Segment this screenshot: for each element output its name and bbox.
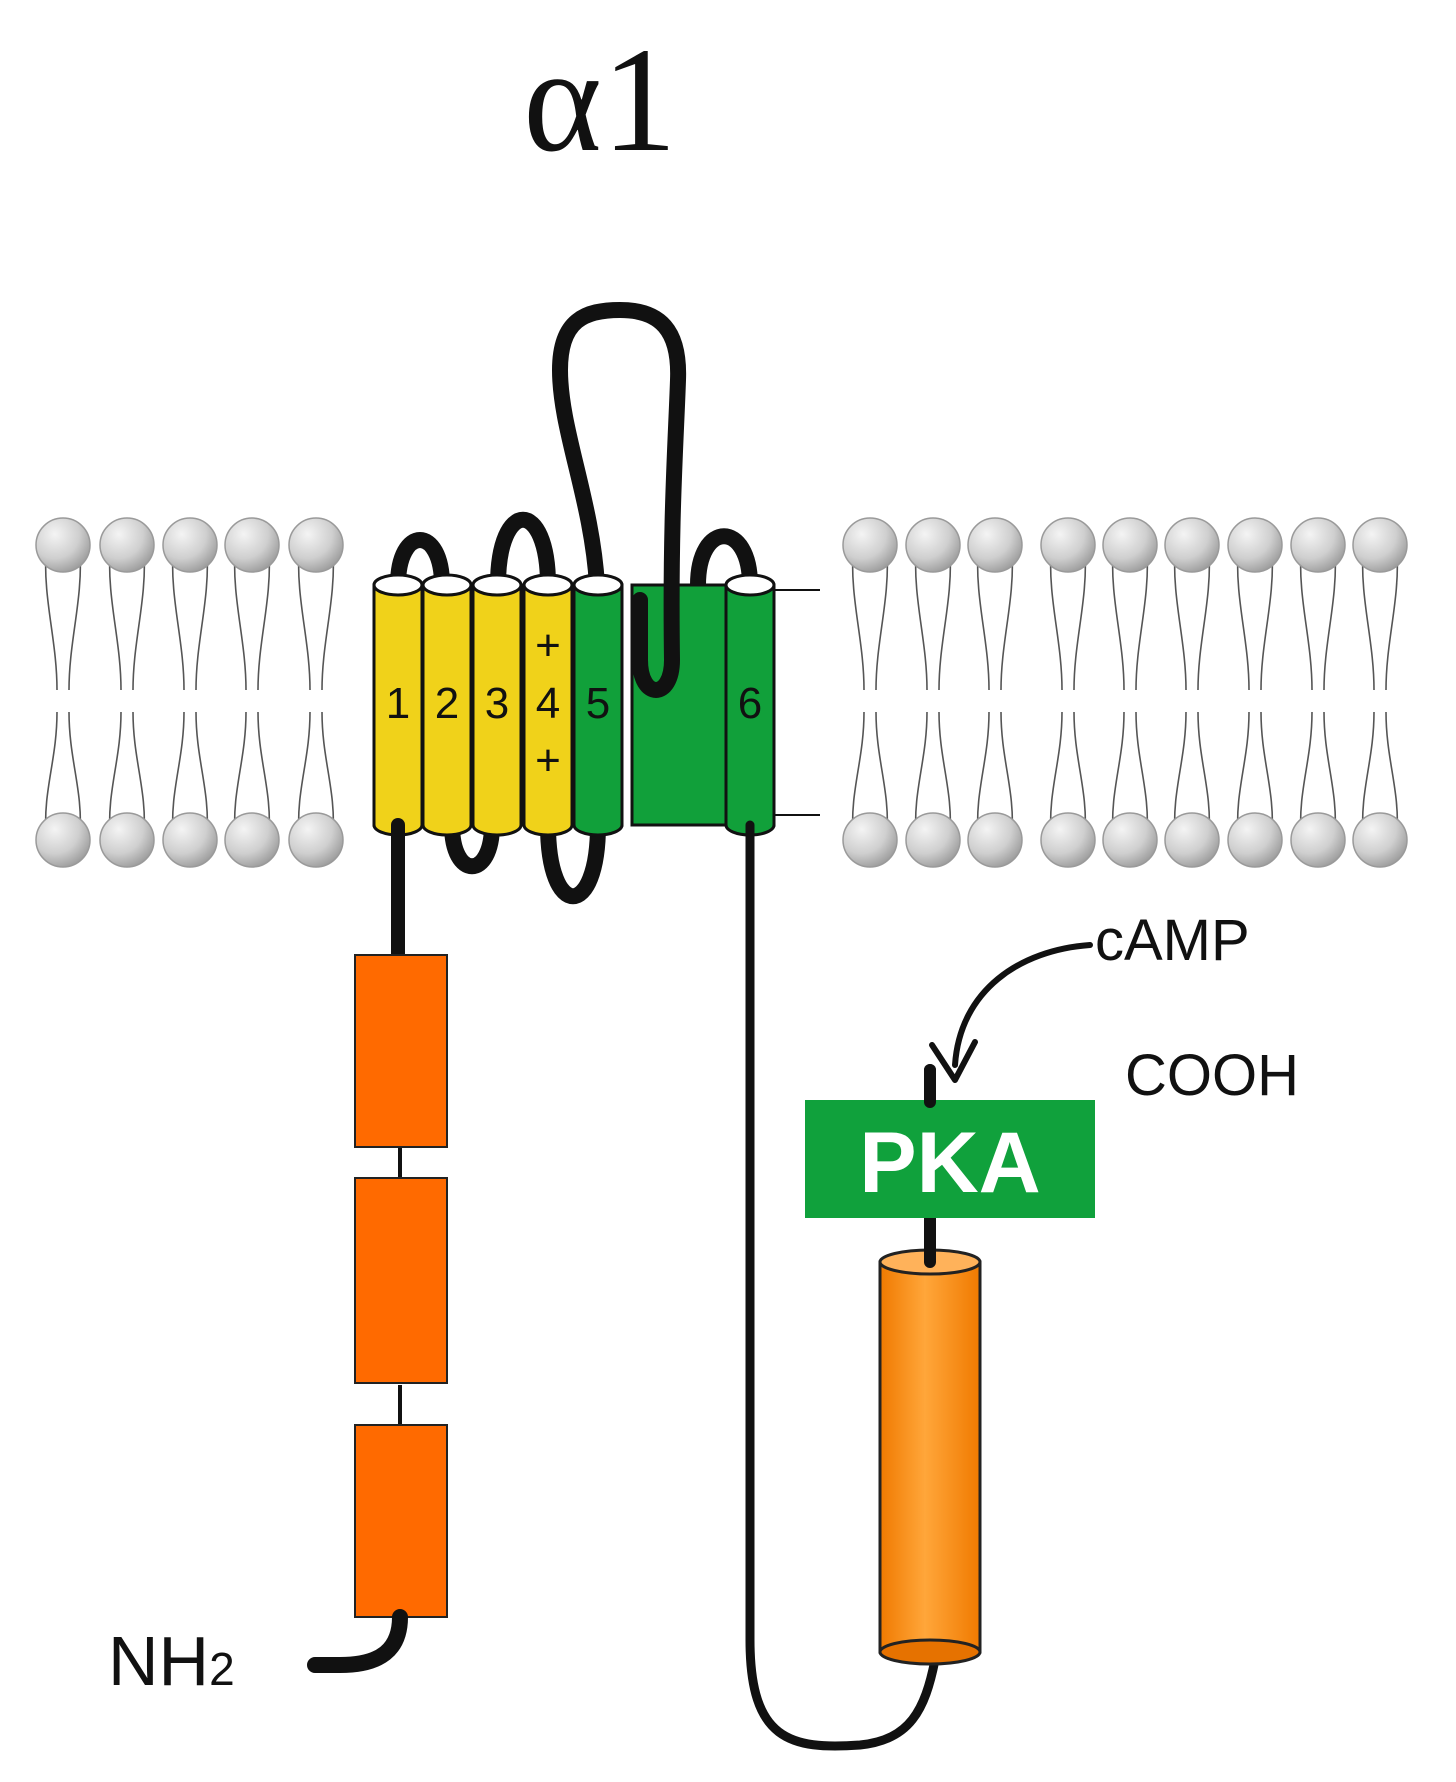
segment-s6: 6 [724,573,776,837]
segment-s3: 3 [471,573,523,837]
lipid-head [35,517,91,573]
lipid-head [1227,812,1283,868]
segment-label: 5 [586,679,610,728]
charge-plus-bottom: + [535,736,561,785]
lipid-head [1102,812,1158,868]
loop-s5-s6 [690,528,758,593]
segment-s2: 2 [421,573,473,837]
lipid-head [1290,812,1346,868]
cooh-label: COOH [1125,1043,1299,1108]
segment-label: 1 [386,679,410,728]
camp-label: cAMP [1095,908,1250,973]
camp-arrow [952,942,1093,1068]
lipid-pair [967,517,1023,868]
lipid-head [288,517,344,573]
lipid-pair [1040,517,1096,868]
lipid-bilayer-left [35,517,344,868]
lipid-head [162,517,218,573]
lipid-pair [1102,517,1158,868]
lipid-bilayer-right [842,517,1408,868]
nh2-subscript: 2 [209,1643,235,1695]
n-domain-block-1 [354,954,448,1148]
segment-s1: 1 [372,573,424,837]
loop-s4-s5 [540,817,606,905]
lipid-head [905,517,961,573]
segment-s4: 4 + + [522,573,574,837]
lipid-pair [288,517,344,868]
lipid-head [967,812,1023,868]
charge-plus-top: + [535,621,561,670]
pka-label: PKA [859,1115,1041,1211]
c-terminal-chain [745,820,940,1751]
lipid-head [1164,517,1220,573]
lipid-head [1164,812,1220,868]
lipid-head [224,812,280,868]
lipid-head [35,812,91,868]
lipid-pair [1290,517,1346,868]
loop-s2-s3 [444,817,500,875]
nh2-tail [307,1609,408,1673]
lipid-head [1040,517,1096,573]
lipid-head [99,812,155,868]
lipid-head [1352,812,1408,868]
lipid-head [162,812,218,868]
lipid-head [1352,517,1408,573]
lipid-head [1040,812,1096,868]
p-loop [552,302,687,698]
lipid-pair [99,517,155,868]
pka-box [805,1100,1095,1218]
lipid-pair [905,517,961,868]
lipid-head [1290,517,1346,573]
lipid-pair [1227,517,1283,868]
segment-s5: 5 [572,573,624,837]
lipid-head [842,812,898,868]
lipid-head [1102,517,1158,573]
lipid-head [224,517,280,573]
lipid-head [967,517,1023,573]
lipid-head [99,517,155,573]
lipid-head [288,812,344,868]
lipid-head [1227,517,1283,573]
lipid-pair [842,517,898,868]
segment-label: 6 [738,679,762,728]
segment-label: 2 [435,679,459,728]
lipid-head [905,812,961,868]
segment-label: 3 [485,679,509,728]
lipid-pair [224,517,280,868]
lipid-pair [1352,517,1408,868]
lipid-head [842,517,898,573]
lipid-pair [1164,517,1220,868]
c-terminal-cylinder [878,1248,982,1666]
n-domain-block-3 [354,1424,448,1618]
loop-s1-s2 [390,532,450,593]
lipid-pair [35,517,91,868]
backbone-loops [390,512,758,905]
n-domain-block-2 [354,1177,448,1384]
nh2-label: NH2 [108,1622,235,1700]
title: α1 [523,17,677,183]
camp-arrowhead [929,1039,978,1083]
loop-s3-s4 [490,512,556,593]
lipid-pair [162,517,218,868]
nh2-main: NH [108,1622,209,1700]
segment-label: 4 [536,679,560,728]
